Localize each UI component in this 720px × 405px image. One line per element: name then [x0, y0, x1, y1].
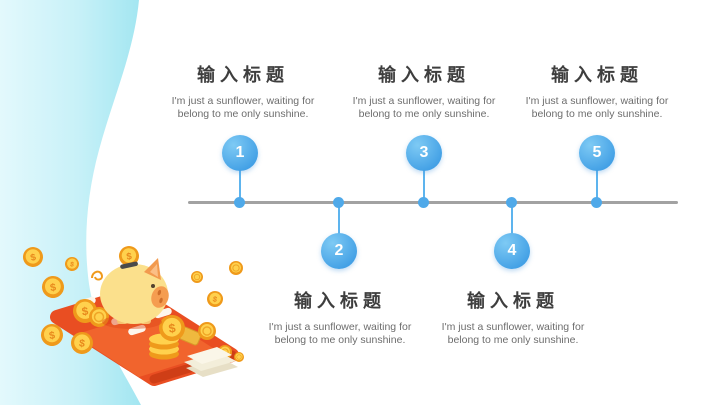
step-number-1: 1: [235, 144, 245, 161]
connector-stem-1: [239, 170, 241, 203]
desc-line: I'm just a sunflower, waiting for: [171, 95, 315, 107]
step-number-4: 4: [507, 242, 517, 259]
wave-decoration: [0, 0, 141, 405]
step-circle-2: 2: [321, 233, 357, 269]
connector-stem-3: [423, 170, 425, 203]
desc-line: belong to me only sunshine.: [177, 107, 309, 120]
desc-line: belong to me only sunshine.: [531, 107, 663, 120]
item-title-1: 输入标题: [197, 65, 289, 85]
item-description-4: I'm just a sunflower, waiting for belong…: [408, 321, 618, 346]
timeline-item-1: 输入标题 I'm just a sunflower, waiting for b…: [138, 61, 348, 120]
desc-line: I'm just a sunflower, waiting for: [525, 95, 669, 107]
pig-snout: [151, 286, 169, 308]
coin-stack: [149, 333, 179, 360]
connector-stem-4: [511, 203, 513, 235]
cash-stack: [184, 347, 238, 377]
coin-slot: [120, 261, 138, 269]
item-title-5: 输入标题: [551, 65, 643, 85]
timeline-node-dot-4: [506, 197, 517, 208]
desc-line: I'm just a sunflower, waiting for: [441, 321, 585, 333]
item-title-4: 输入标题: [467, 291, 559, 311]
piggy-bank-illustration: $: [20, 244, 245, 386]
item-title-3: 输入标题: [378, 65, 470, 85]
timeline-item-2: 输入标题 I'm just a sunflower, waiting for b…: [235, 287, 445, 346]
timeline-item-5: 输入标题 I'm just a sunflower, waiting for b…: [492, 61, 702, 120]
pig-eye: [151, 284, 155, 288]
item-description-3: I'm just a sunflower, waiting for belong…: [319, 95, 529, 120]
step-number-5: 5: [592, 144, 602, 161]
step-circle-1: 1: [222, 135, 258, 171]
timeline-node-dot-1: [234, 197, 245, 208]
timeline-item-3: 输入标题 I'm just a sunflower, waiting for b…: [319, 61, 529, 120]
piggy-bank: [91, 244, 169, 329]
desc-line: belong to me only sunshine.: [274, 333, 406, 346]
item-description-2: I'm just a sunflower, waiting for belong…: [235, 321, 445, 346]
step-circle-4: 4: [494, 233, 530, 269]
step-circle-3: 3: [406, 135, 442, 171]
item-title-2: 输入标题: [294, 291, 386, 311]
timeline-item-4: 输入标题 I'm just a sunflower, waiting for b…: [408, 287, 618, 346]
connector-stem-2: [338, 203, 340, 235]
timeline-line: [188, 201, 678, 204]
step-number-3: 3: [419, 144, 429, 161]
timeline-node-dot-3: [418, 197, 429, 208]
desc-line: belong to me only sunshine.: [447, 333, 579, 346]
desc-line: I'm just a sunflower, waiting for: [352, 95, 496, 107]
item-description-1: I'm just a sunflower, waiting for belong…: [138, 95, 348, 120]
pig-tail: [91, 270, 103, 281]
step-circle-5: 5: [579, 135, 615, 171]
connector-stem-5: [596, 170, 598, 203]
desc-line: belong to me only sunshine.: [358, 107, 490, 120]
step-number-2: 2: [334, 242, 344, 259]
item-description-5: I'm just a sunflower, waiting for belong…: [492, 95, 702, 120]
desc-line: I'm just a sunflower, waiting for: [268, 321, 412, 333]
timeline-node-dot-5: [591, 197, 602, 208]
timeline-node-dot-2: [333, 197, 344, 208]
